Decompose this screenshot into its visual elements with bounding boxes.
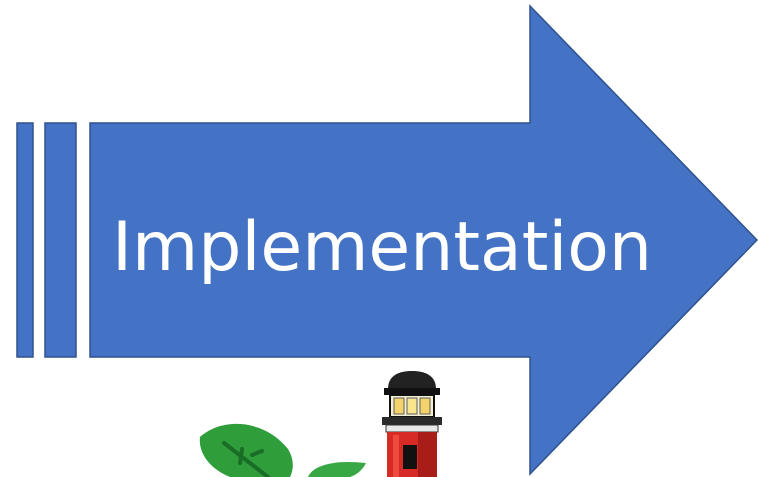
- plant-leaves-icon: [199, 423, 366, 477]
- lighthouse-tower-shade: [418, 432, 437, 477]
- lighthouse-cap-band: [384, 388, 440, 395]
- small-leaf: [308, 461, 366, 477]
- lighthouse-window-center: [406, 397, 418, 415]
- arrow-stripe-middle: [44, 122, 77, 358]
- lighthouse-rail: [385, 424, 439, 433]
- arrow-label: Implementation: [112, 208, 652, 287]
- arrow-body: [89, 4, 758, 476]
- lighthouse-door: [403, 445, 417, 469]
- large-leaf: [199, 423, 293, 477]
- arrow-stripe-left: [16, 122, 34, 358]
- lighthouse-window-right: [419, 397, 431, 415]
- lighthouse-tower-highlight: [393, 435, 399, 477]
- lighthouse-gallery: [382, 417, 442, 425]
- lighthouse-icon: [382, 371, 442, 477]
- lighthouse-window-left: [393, 397, 405, 415]
- lighthouse-cap: [388, 371, 436, 389]
- large-leaf-vein: [222, 441, 270, 477]
